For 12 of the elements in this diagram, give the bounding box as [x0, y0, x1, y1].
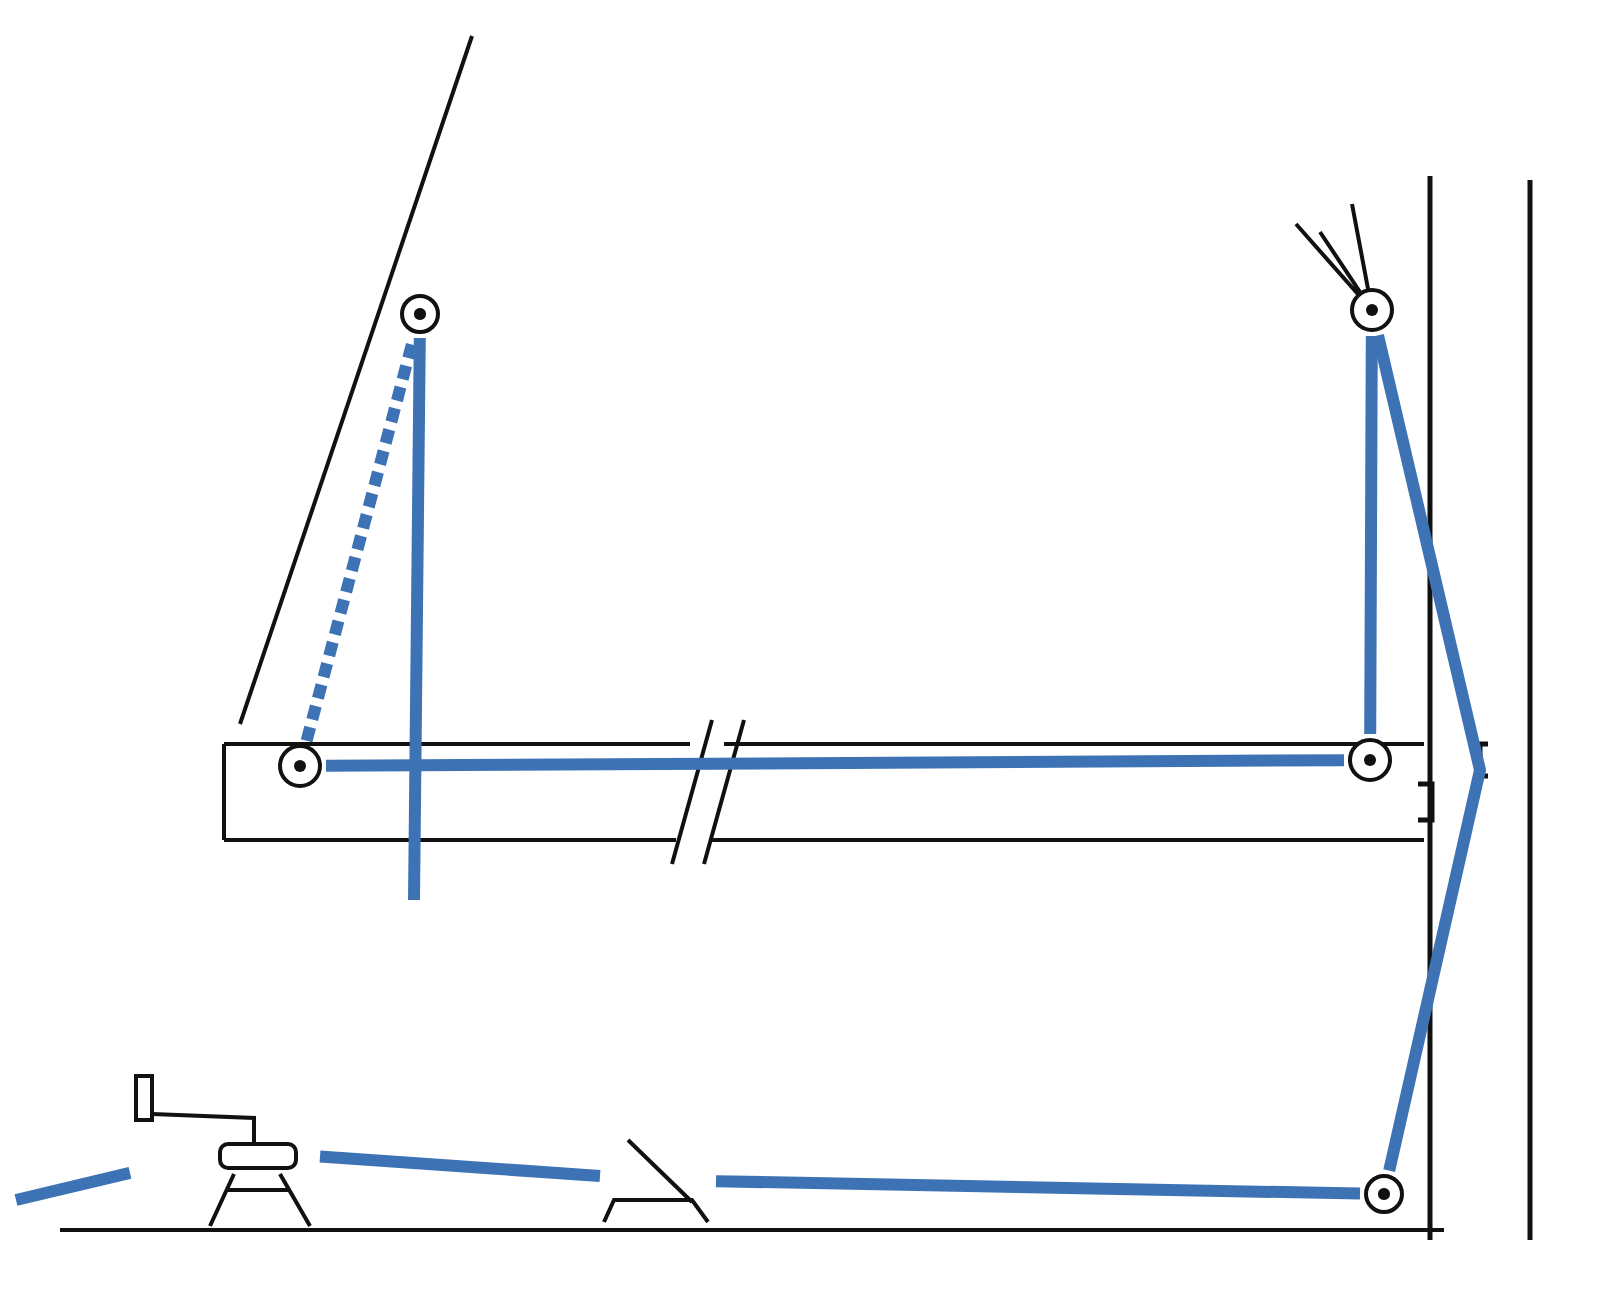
pulley — [1364, 1174, 1404, 1214]
pulley — [1348, 738, 1392, 782]
pulley — [278, 744, 322, 788]
rope — [715, 1175, 1361, 1200]
pulley — [1350, 288, 1394, 332]
rope — [14, 1166, 132, 1206]
rope — [408, 337, 426, 901]
rope — [1364, 335, 1378, 735]
rope — [1372, 334, 1486, 1172]
rope — [325, 754, 1345, 772]
rope — [319, 1150, 601, 1182]
pulley — [400, 294, 440, 334]
